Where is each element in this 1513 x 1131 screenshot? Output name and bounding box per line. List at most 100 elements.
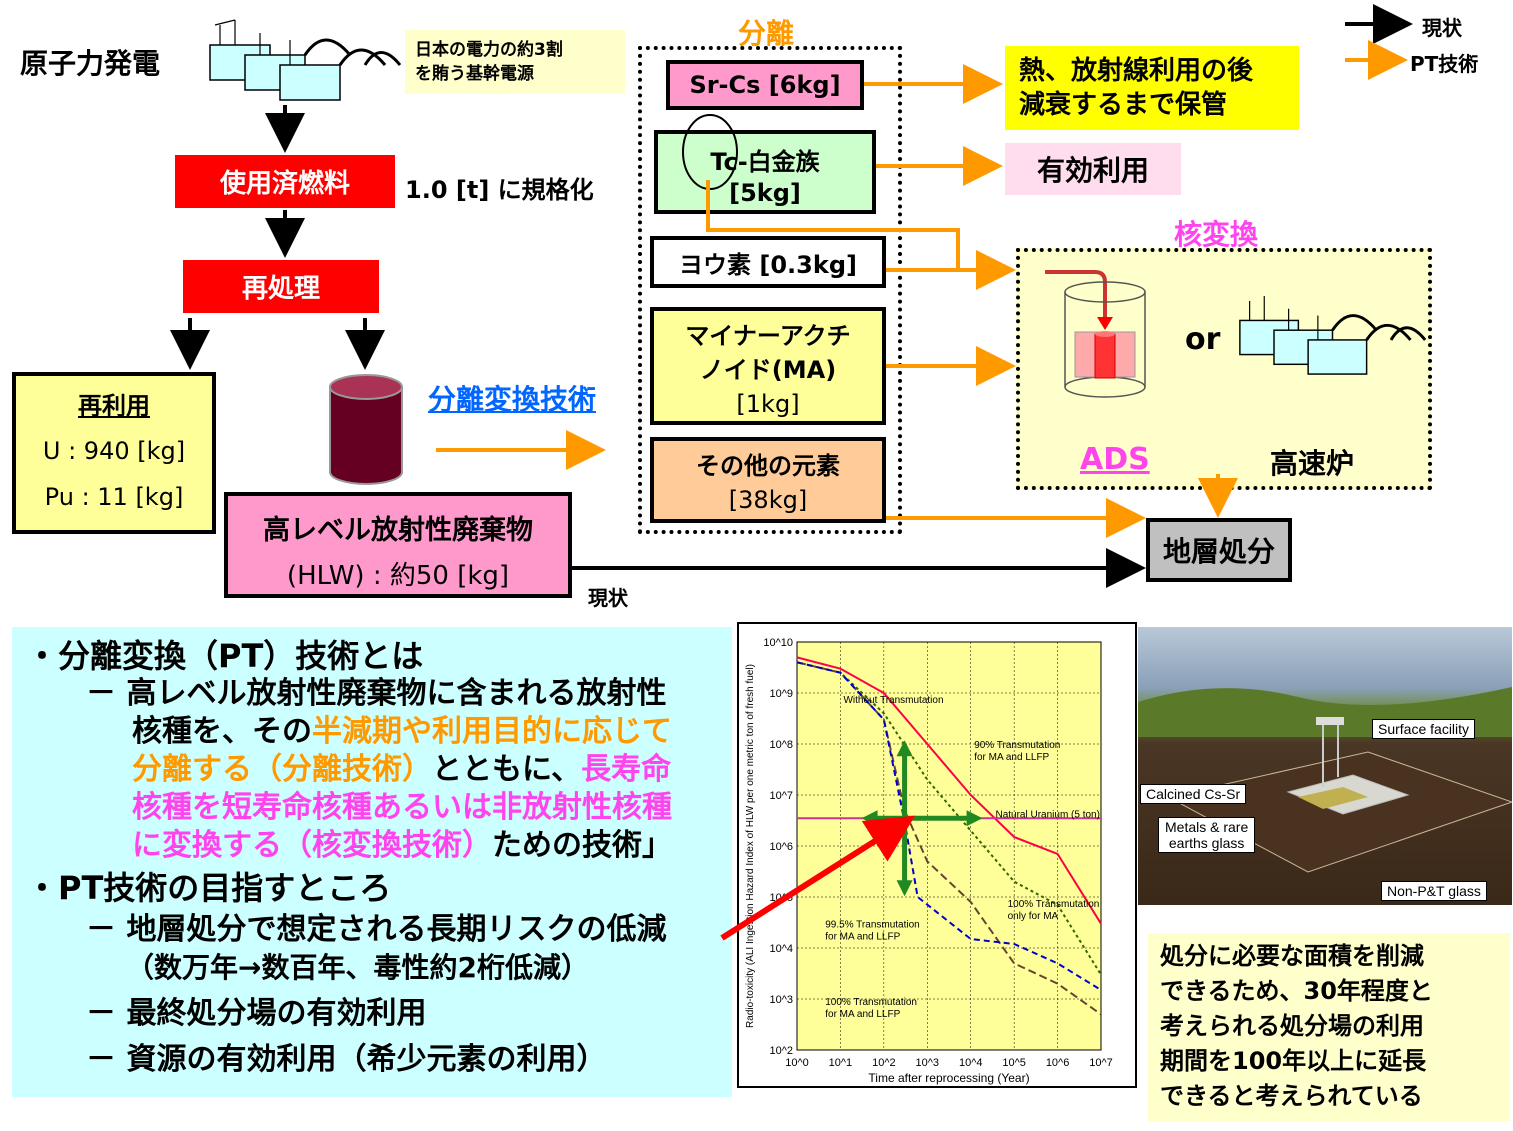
reuse-box: 再利用 U : 940 [kg] Pu : 11 [kg]: [12, 372, 216, 534]
legend-pt: PT技術: [1410, 52, 1479, 76]
conclusion-line-5: できると考えられている: [1160, 1082, 1423, 1110]
note-line-1: 日本の電力の約3割: [415, 40, 563, 60]
separation-panel: [638, 46, 902, 534]
iodine-label: ヨウ素 [0.3kg]: [679, 250, 857, 279]
metals-line-1: Metals & rare: [1165, 819, 1249, 835]
bullet-1-sub-d: 核種を短寿命核種あるいは非放射性核種: [132, 790, 672, 825]
power-plant-icon: [209, 19, 402, 101]
reuse-title: 再利用: [78, 392, 150, 420]
b1-e-magenta: に変換する（核変換技術）: [132, 828, 492, 863]
b1-e-plain: ための技術」: [492, 828, 672, 863]
chart-annotation: Without Transmutation: [843, 695, 943, 706]
current-label-bottom: 現状: [588, 586, 628, 610]
separation-title: 分離: [738, 17, 795, 50]
x-tick-label: 10^6: [1046, 1057, 1070, 1069]
spent-fuel-box: 使用済燃料: [175, 155, 395, 208]
bullet-1-sub-c: 分離する（分離技術）とともに、長寿命: [132, 751, 718, 789]
bullet-2-sub-1b: （数万年→数百年、毒性約2桁低減）: [126, 951, 589, 984]
flow-arrows: [170, 4, 1413, 588]
bullet-2-sub-2: － 最終処分場の有効利用: [86, 996, 427, 1031]
b1-b-plain: 核種を、その: [132, 714, 312, 749]
repository-svg: [1138, 687, 1512, 873]
y-tick-label: 10^7: [769, 790, 793, 802]
hlw-line-1: 高レベル放射性廃棄物: [263, 515, 533, 546]
power-share-note: 日本の電力の約3割 を賄う基幹電源: [405, 30, 625, 94]
repository-illustration: Surface facility Calcined Cs-Sr Metals &…: [1138, 627, 1512, 905]
x-tick-label: 10^1: [829, 1057, 853, 1069]
y-tick-label: 10^8: [769, 739, 793, 751]
hlw-box: 高レベル放射性廃棄物 (HLW) : 約50 [kg]: [224, 492, 572, 598]
other-line-1: その他の元素: [696, 452, 840, 480]
x-tick-label: 10^7: [1089, 1057, 1113, 1069]
chart-annotation: 100% Transmutation: [825, 997, 917, 1008]
x-tick-label: 10^5: [1002, 1057, 1026, 1069]
pointer-arrow: [720, 815, 916, 941]
iodine-box: ヨウ素 [0.3kg]: [650, 236, 886, 288]
geological-disposal-box: 地層処分: [1146, 518, 1292, 582]
pt-tech-link[interactable]: 分離変換技術: [428, 383, 597, 416]
fast-reactor-icon: [1239, 296, 1427, 375]
or-label: or: [1185, 322, 1221, 357]
y-tick-label: 10^2: [769, 1045, 793, 1057]
ma-line-3: [1kg]: [736, 390, 800, 418]
bullet-1-sub-e: に変換する（核変換技術）ための技術」: [132, 827, 718, 865]
other-elements-box: その他の元素 [38kg]: [650, 437, 886, 523]
chart-annotation: for MA and LLFP: [974, 752, 1049, 763]
crosshair-arrow-down: [896, 880, 913, 897]
crosshair-arrow-up: [896, 740, 913, 757]
x-axis-label: Time after reprocessing (Year): [868, 1071, 1029, 1085]
chart-annotation: 90% Transmutation: [974, 740, 1060, 751]
b1-c-orange: 分離する（分離技術）: [132, 752, 432, 787]
transmutation-title: 核変換: [1174, 218, 1259, 251]
ads-label[interactable]: ADS: [1080, 442, 1150, 477]
waste-canister-icon: [329, 374, 403, 485]
conclusion-line-2: できるため、30年程度と: [1160, 977, 1433, 1005]
series-line-4: [796, 661, 1102, 991]
tc-pgm-line-1: Tc-白金族: [710, 148, 820, 176]
sr-cs-label: Sr-Cs [6kg]: [689, 71, 841, 99]
bullet-panel: ・分離変換（PT）技術とは － 高レベル放射性廃棄物に含まれる放射性 核種を、そ…: [12, 627, 732, 1097]
effective-use-box: 有効利用: [1005, 143, 1181, 195]
hlw-line-2: (HLW) : 約50 [kg]: [286, 561, 510, 591]
metals-line-2: earths glass: [1168, 835, 1245, 851]
storage-box: 熱、放射線利用の後 減衰するまで保管: [1005, 46, 1299, 130]
y-tick-label: 10^10: [763, 637, 793, 649]
reuse-pu: Pu : 11 [kg]: [44, 483, 184, 511]
b1-c-magenta: 長寿命: [581, 752, 672, 787]
b1-c-plain: とともに、: [432, 752, 582, 787]
y-tick-label: 10^6: [769, 841, 793, 853]
y-tick-label: 10^3: [769, 994, 793, 1006]
chart-annotation: for MA and LLFP: [825, 932, 900, 943]
x-tick-label: 10^4: [959, 1057, 983, 1069]
bullet-1-sub-a: － 高レベル放射性廃棄物に含まれる放射性: [86, 676, 667, 711]
label-non-pt-glass: Non-P&T glass: [1381, 881, 1487, 901]
chart-annotation: Natural Uranium (5 ton): [995, 809, 1099, 820]
conclusion-line-3: 考えられる処分場の利用: [1160, 1012, 1424, 1040]
series-line-0: [796, 656, 1102, 925]
chart-annotation: 99.5% Transmutation: [825, 920, 920, 931]
bullet-2: ・PT技術の目指すところ: [26, 869, 392, 907]
label-surface-facility: Surface facility: [1372, 719, 1476, 739]
conclusion-line-4: 期間を100年以上に延長: [1160, 1047, 1427, 1075]
reprocessing-box: 再処理: [183, 260, 379, 313]
nuclear-power-title: 原子力発電: [20, 47, 161, 80]
ma-line-1: マイナーアクチ: [685, 322, 851, 350]
y-tick-label: 10^4: [769, 943, 793, 955]
label-metals-glass: Metals & rare earths glass: [1158, 817, 1256, 853]
b1-b-orange: 半減期や利用目的に応じて: [312, 714, 672, 749]
label-calcined-cs-sr: Calcined Cs-Sr: [1140, 784, 1247, 804]
ads-reactor-icon: [1045, 270, 1146, 398]
legend-current: 現状: [1422, 16, 1462, 40]
y-tick-label: 10^9: [769, 688, 793, 700]
fast-reactor-label: 高速炉: [1270, 447, 1355, 480]
x-tick-label: 10^0: [785, 1057, 809, 1069]
ma-box: マイナーアクチ ノイド(MA) [1kg]: [650, 307, 886, 425]
chart-annotation: for MA and LLFP: [825, 1009, 900, 1020]
tc-pgm-line-2: [5kg]: [729, 179, 801, 207]
ma-line-2: ノイド(MA): [699, 356, 837, 384]
note-line-2: を賄う基幹電源: [415, 64, 534, 84]
crosshair-arrow-right: [966, 810, 983, 827]
storage-line-2: 減衰するまで保管: [1019, 90, 1228, 120]
